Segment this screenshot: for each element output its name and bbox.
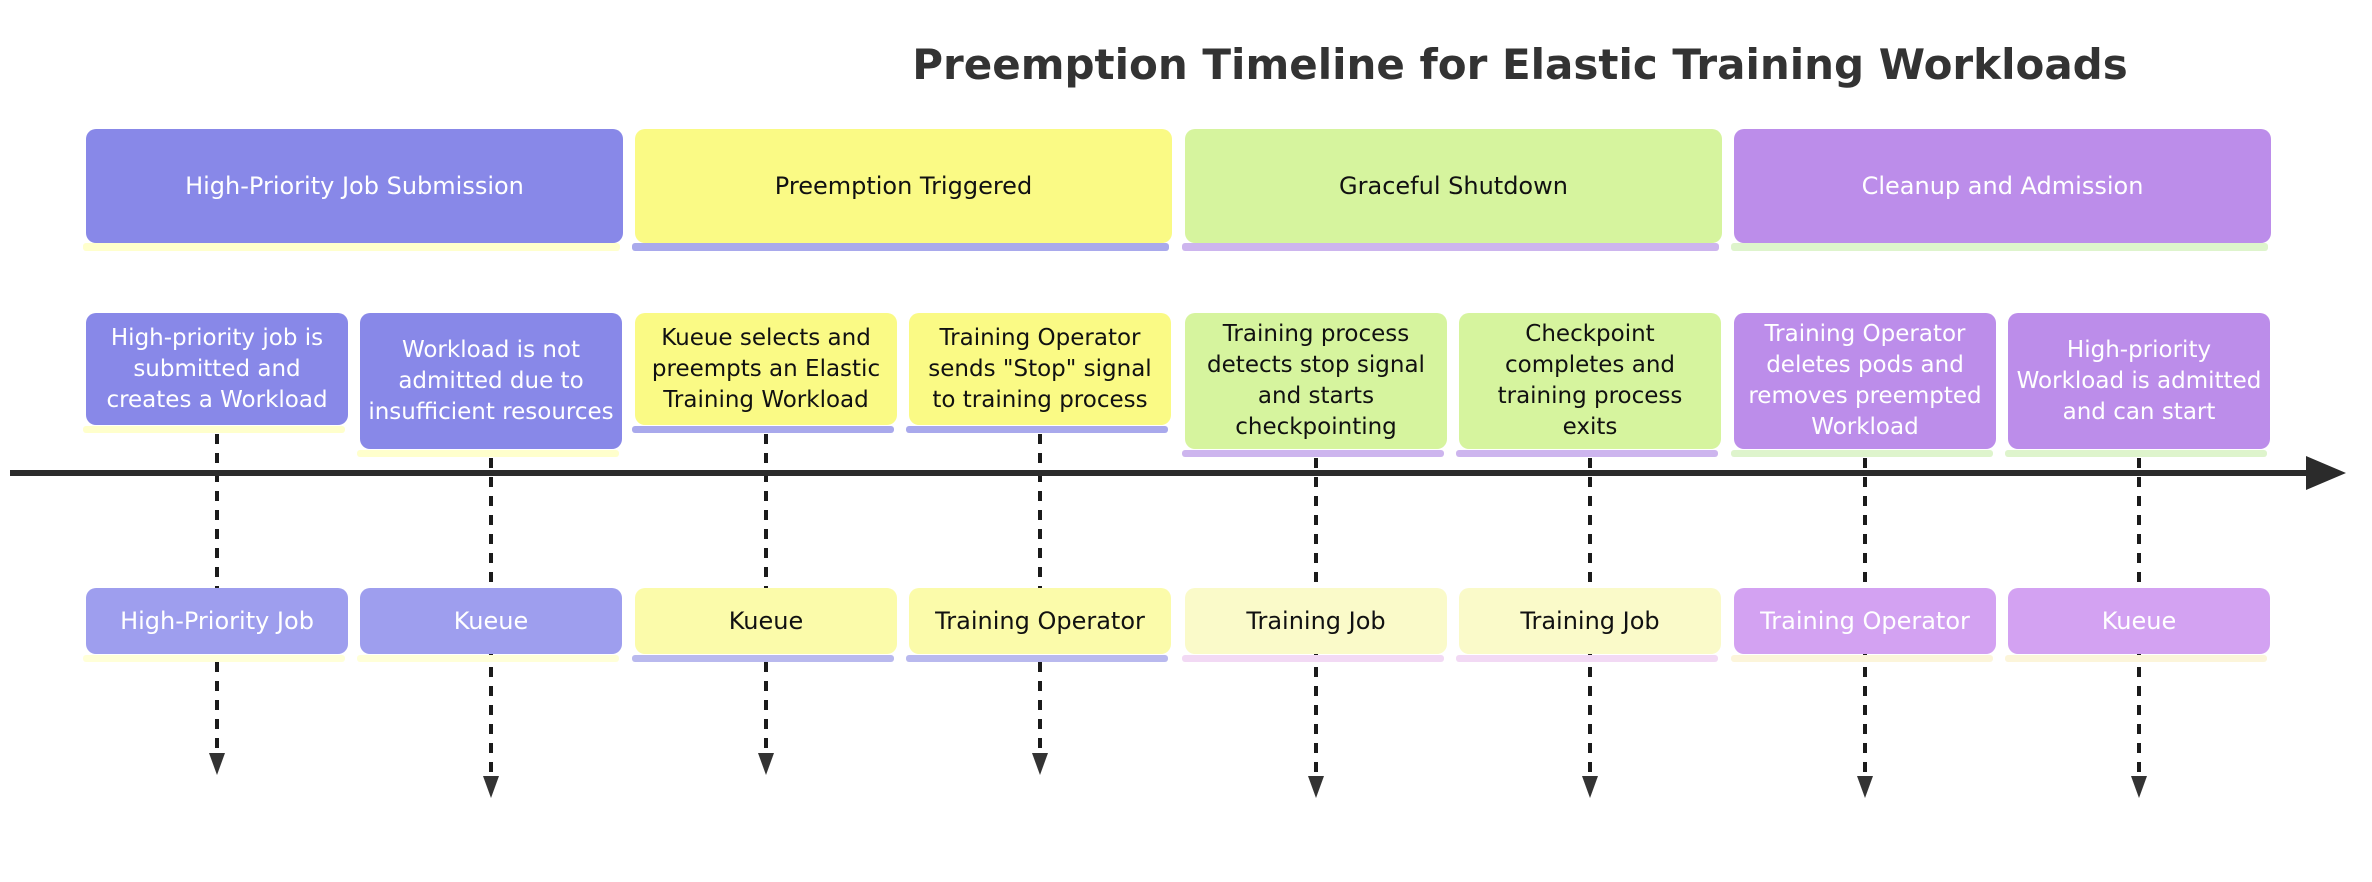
- section-header-2: Preemption Triggered: [635, 129, 1172, 243]
- dashline-arrowhead-icon: [1032, 753, 1048, 775]
- actor-box-shadow: [1456, 655, 1718, 662]
- actor-box-1: High-Priority Job: [86, 588, 348, 654]
- actor-box-6: Training Job: [1459, 588, 1721, 654]
- section-header-shadow: [632, 243, 1169, 251]
- actor-box-7: Training Operator: [1734, 588, 1996, 654]
- timeline-axis-arrowhead-icon: [2306, 456, 2346, 490]
- dashline-arrowhead-icon: [1857, 776, 1873, 798]
- dashline-arrowhead-icon: [1582, 776, 1598, 798]
- timeline-axis: [10, 470, 2308, 476]
- event-box-4: Training Operator sends "Stop" signal to…: [909, 313, 1171, 425]
- section-header-3: Graceful Shutdown: [1185, 129, 1722, 243]
- dashline-arrowhead-icon: [1308, 776, 1324, 798]
- section-header-shadow: [1731, 243, 2268, 251]
- actor-box-5: Training Job: [1185, 588, 1447, 654]
- actor-box-4: Training Operator: [909, 588, 1171, 654]
- actor-box-shadow: [1182, 655, 1444, 662]
- actor-box-shadow: [632, 655, 894, 662]
- event-box-shadow: [632, 426, 894, 433]
- dashline-arrowhead-icon: [483, 776, 499, 798]
- dashline-arrowhead-icon: [209, 753, 225, 775]
- event-box-3: Kueue selects and preempts an Elastic Tr…: [635, 313, 897, 425]
- event-box-shadow: [83, 426, 345, 433]
- actor-box-shadow: [1731, 655, 1993, 662]
- event-box-shadow: [1456, 450, 1718, 457]
- section-header-shadow: [83, 243, 620, 251]
- event-box-5: Training process detects stop signal and…: [1185, 313, 1447, 449]
- actor-box-shadow: [906, 655, 1168, 662]
- event-box-1: High-priority job is submitted and creat…: [86, 313, 348, 425]
- event-box-8: High-priority Workload is admitted and c…: [2008, 313, 2270, 449]
- dashline-arrowhead-icon: [2131, 776, 2147, 798]
- actor-box-8: Kueue: [2008, 588, 2270, 654]
- actor-box-3: Kueue: [635, 588, 897, 654]
- event-box-shadow: [1731, 450, 1993, 457]
- event-box-6: Checkpoint completes and training proces…: [1459, 313, 1721, 449]
- event-box-7: Training Operator deletes pods and remov…: [1734, 313, 1996, 449]
- diagram-title: Preemption Timeline for Elastic Training…: [912, 40, 2128, 89]
- event-box-shadow: [357, 450, 619, 457]
- dashline-arrowhead-icon: [758, 753, 774, 775]
- section-header-1: High-Priority Job Submission: [86, 129, 623, 243]
- actor-box-shadow: [83, 655, 345, 662]
- actor-box-shadow: [357, 655, 619, 662]
- event-box-2: Workload is not admitted due to insuffic…: [360, 313, 622, 449]
- event-box-shadow: [1182, 450, 1444, 457]
- event-box-shadow: [2005, 450, 2267, 457]
- actor-box-2: Kueue: [360, 588, 622, 654]
- section-header-shadow: [1182, 243, 1719, 251]
- section-header-4: Cleanup and Admission: [1734, 129, 2271, 243]
- event-box-shadow: [906, 426, 1168, 433]
- actor-box-shadow: [2005, 655, 2267, 662]
